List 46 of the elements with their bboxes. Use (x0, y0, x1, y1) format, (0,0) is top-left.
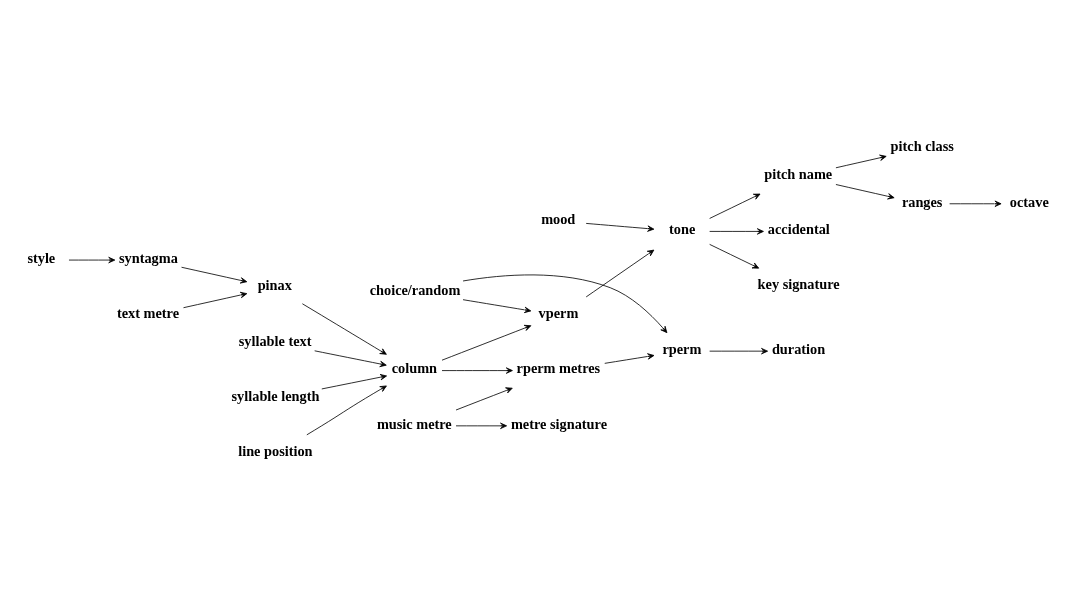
node-text: duration (771, 340, 826, 357)
node-text: syllable text (238, 332, 312, 349)
node-text: pitch name (764, 165, 833, 182)
node-text: column (391, 360, 438, 377)
node-text: pinax (257, 277, 292, 294)
node-text: rperm metres (516, 360, 601, 377)
arrow (709, 347, 768, 355)
node-text: syllable length (231, 387, 320, 404)
node-text: text metre (116, 305, 180, 322)
node-text: accidental (767, 221, 830, 238)
arrow (835, 184, 895, 200)
arrow (306, 385, 387, 436)
arrow (183, 291, 248, 309)
arrow (585, 223, 655, 232)
arrow (321, 374, 387, 390)
node-text: line position (238, 443, 313, 460)
arrow (455, 422, 508, 430)
node-text: syntagma (118, 249, 178, 266)
arrow (709, 243, 760, 269)
node-text: style (27, 249, 56, 266)
arrow (709, 228, 764, 235)
node-text: metre signature (510, 415, 608, 432)
node-text: ranges (901, 193, 943, 210)
arrow (441, 367, 513, 374)
arrow (604, 353, 655, 364)
arrow (455, 387, 513, 411)
arrow (462, 274, 668, 334)
arrow (301, 303, 387, 355)
arrow (181, 266, 248, 284)
node-text: pitch class (890, 138, 954, 155)
node-text: music metre (376, 415, 452, 432)
node-text: vperm (538, 305, 579, 322)
arrow (314, 350, 387, 368)
node-text: choice/random (369, 281, 461, 298)
arrow (949, 200, 1002, 207)
arrow (462, 299, 532, 314)
arrow (835, 154, 887, 169)
arrow (441, 324, 532, 361)
node-text: mood (541, 210, 576, 227)
arrow (709, 193, 761, 219)
node-text: rperm (662, 340, 702, 357)
arrow (585, 249, 655, 298)
node-text: octave (1009, 193, 1049, 210)
node-text: key signature (757, 276, 840, 293)
node-text: tone (669, 221, 696, 238)
arrow (68, 256, 116, 264)
